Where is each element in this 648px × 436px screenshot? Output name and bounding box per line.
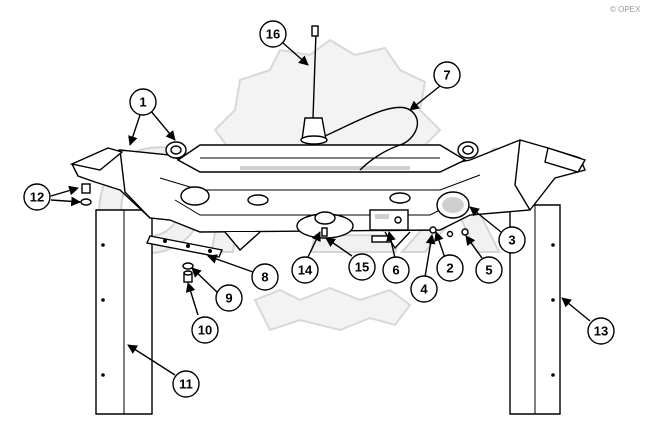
svg-text:14: 14 <box>298 263 313 278</box>
svg-text:12: 12 <box>30 190 44 205</box>
svg-text:11: 11 <box>179 377 193 392</box>
svg-text:15: 15 <box>355 260 369 275</box>
callout-11: 11 <box>172 370 200 398</box>
svg-text:5: 5 <box>485 263 492 278</box>
bolt-12 <box>80 183 92 206</box>
callout-9: 9 <box>215 284 243 312</box>
callout-7: 7 <box>433 61 461 89</box>
callout-6: 6 <box>382 256 410 284</box>
callout-4: 4 <box>410 275 438 303</box>
svg-text:7: 7 <box>443 68 450 83</box>
svg-text:8: 8 <box>261 270 268 285</box>
callout-2: 2 <box>436 254 464 282</box>
svg-text:9: 9 <box>225 291 232 306</box>
strap-bracket <box>146 235 223 258</box>
svg-text:3: 3 <box>508 233 515 248</box>
callout-14: 14 <box>291 256 319 284</box>
svg-text:13: 13 <box>594 324 608 339</box>
svg-text:10: 10 <box>198 323 212 338</box>
svg-text:16: 16 <box>266 27 280 42</box>
callout-8: 8 <box>251 263 279 291</box>
callout-1: 1 <box>129 88 157 116</box>
antenna <box>300 25 328 145</box>
watermark-lower-gear-icon <box>253 286 412 332</box>
overhead-console <box>69 139 587 252</box>
right-leg <box>509 204 561 415</box>
callout-5: 5 <box>475 256 503 284</box>
svg-text:4: 4 <box>420 282 428 297</box>
callout-3: 3 <box>498 226 526 254</box>
svg-text:2: 2 <box>446 261 453 276</box>
watermark-corner-text: © OPEX <box>610 5 641 14</box>
svg-text:6: 6 <box>392 263 399 278</box>
leader-lines <box>50 42 591 376</box>
svg-text:1: 1 <box>139 95 146 110</box>
callout-16: 16 <box>259 20 287 48</box>
washer-and-bolt <box>182 262 194 283</box>
callout-13: 13 <box>587 317 615 345</box>
callout-12: 12 <box>23 183 51 211</box>
left-leg <box>95 209 153 415</box>
watermark-gear-icon <box>213 38 442 151</box>
callout-15: 15 <box>348 253 376 281</box>
antenna-cable <box>324 106 419 171</box>
callout-10: 10 <box>191 316 219 344</box>
